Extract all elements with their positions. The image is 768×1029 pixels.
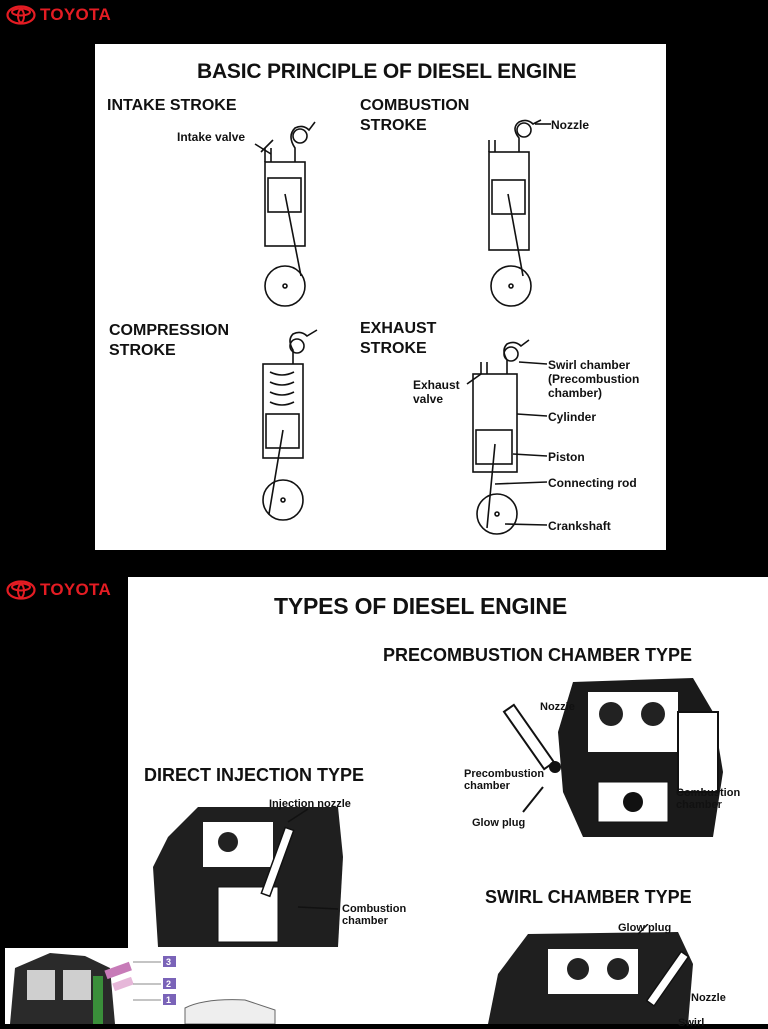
label-line: Precombustion bbox=[464, 768, 545, 780]
intake-engine-icon bbox=[254, 121, 316, 307]
compression-engine-icon bbox=[262, 329, 318, 521]
badge-3: 3 bbox=[166, 957, 171, 967]
precombustion-chamber-label: Precombustion chamber bbox=[464, 768, 544, 792]
heading-line: COMPRESSION bbox=[109, 322, 230, 339]
badge-2: 2 bbox=[166, 979, 171, 989]
nozzle-label: Nozzle bbox=[551, 118, 590, 132]
toyota-emblem-icon bbox=[6, 5, 36, 25]
badge-1: 1 bbox=[166, 995, 171, 1005]
label-line: Exhaust bbox=[413, 378, 460, 392]
swirl-chamber-engine-icon bbox=[488, 924, 693, 1024]
brand-name: TOYOTA bbox=[40, 5, 112, 24]
compression-stroke-heading: COMPRESSION STROKE bbox=[109, 321, 229, 361]
precombustion-engine-icon bbox=[502, 678, 723, 837]
slide-title: BASIC PRINCIPLE OF DIESEL ENGINE bbox=[197, 60, 577, 83]
pre-combustion-chamber-label: Combustion chamber bbox=[676, 787, 740, 811]
direct-combustion-chamber-label: Combustion chamber bbox=[342, 903, 406, 927]
slide-basic-principle: BASIC PRINCIPLE OF DIESEL ENGINE INTAKE … bbox=[95, 44, 666, 550]
swirl-glow-plug-label: Glow plug bbox=[618, 922, 672, 934]
label-line: Combustion bbox=[342, 903, 407, 915]
label-line: chamber) bbox=[548, 386, 603, 400]
heading-line: EXHAUST bbox=[360, 320, 437, 337]
pre-nozzle-label: Nozzle bbox=[540, 701, 575, 713]
cylinder-label: Cylinder bbox=[548, 410, 597, 424]
direct-injection-engine-icon bbox=[153, 807, 343, 947]
label-line: chamber bbox=[676, 799, 722, 811]
toyota-logo-2: TOYOTA bbox=[6, 580, 111, 600]
slide-title: TYPES OF DIESEL ENGINE bbox=[274, 593, 567, 619]
toyota-emblem-icon bbox=[6, 580, 36, 600]
label-line: (Precombustion bbox=[548, 372, 640, 386]
slide-types-of-diesel-engine: TYPES OF DIESEL ENGINE PRECOMBUSTION CHA… bbox=[128, 577, 768, 1029]
exhaust-stroke-heading: EXHAUST STROKE bbox=[360, 319, 436, 359]
swirl-chamber-heading: SWIRL CHAMBER TYPE bbox=[485, 887, 692, 907]
intake-stroke-heading: INTAKE STROKE bbox=[107, 97, 237, 114]
combustion-engine-icon bbox=[488, 119, 551, 307]
toyota-logo: TOYOTA bbox=[6, 5, 111, 25]
heading-line: STROKE bbox=[109, 342, 176, 359]
exhaust-engine-icon bbox=[466, 339, 548, 535]
stroke-diagrams bbox=[254, 119, 551, 535]
label-line: chamber bbox=[342, 915, 388, 927]
intake-valve-label: Intake valve bbox=[177, 130, 246, 144]
heading-line: STROKE bbox=[360, 340, 427, 357]
brand-name: TOYOTA bbox=[40, 580, 112, 599]
swirl-label: Swirl bbox=[678, 1017, 705, 1029]
label-line: Swirl chamber bbox=[548, 358, 631, 372]
pre-glow-plug-label: Glow plug bbox=[472, 817, 526, 829]
label-line: chamber bbox=[464, 780, 510, 792]
heading-line: STROKE bbox=[360, 117, 427, 134]
swirl-chamber-label: Swirl chamber (Precombustion chamber) bbox=[548, 358, 639, 400]
combustion-stroke-heading: COMBUSTION STROKE bbox=[360, 96, 469, 136]
direct-injection-heading: DIRECT INJECTION TYPE bbox=[144, 765, 365, 785]
swirl-nozzle-label: Nozzle bbox=[691, 992, 726, 1004]
piston-label: Piston bbox=[548, 450, 585, 464]
label-line: Combustion bbox=[676, 787, 741, 799]
injection-nozzle-label: Injection nozzle bbox=[269, 798, 351, 810]
engine-inset-image: 3 2 1 bbox=[5, 948, 295, 1025]
label-line: valve bbox=[413, 392, 444, 406]
connecting-rod-label: Connecting rod bbox=[548, 476, 637, 490]
heading-line: COMBUSTION bbox=[360, 97, 470, 114]
engine-cutaway-icon: 3 2 1 bbox=[10, 953, 276, 1025]
precombustion-heading: PRECOMBUSTION CHAMBER TYPE bbox=[383, 645, 693, 665]
exhaust-valve-label: Exhaust valve bbox=[413, 378, 460, 406]
crankshaft-label: Crankshaft bbox=[548, 519, 611, 533]
